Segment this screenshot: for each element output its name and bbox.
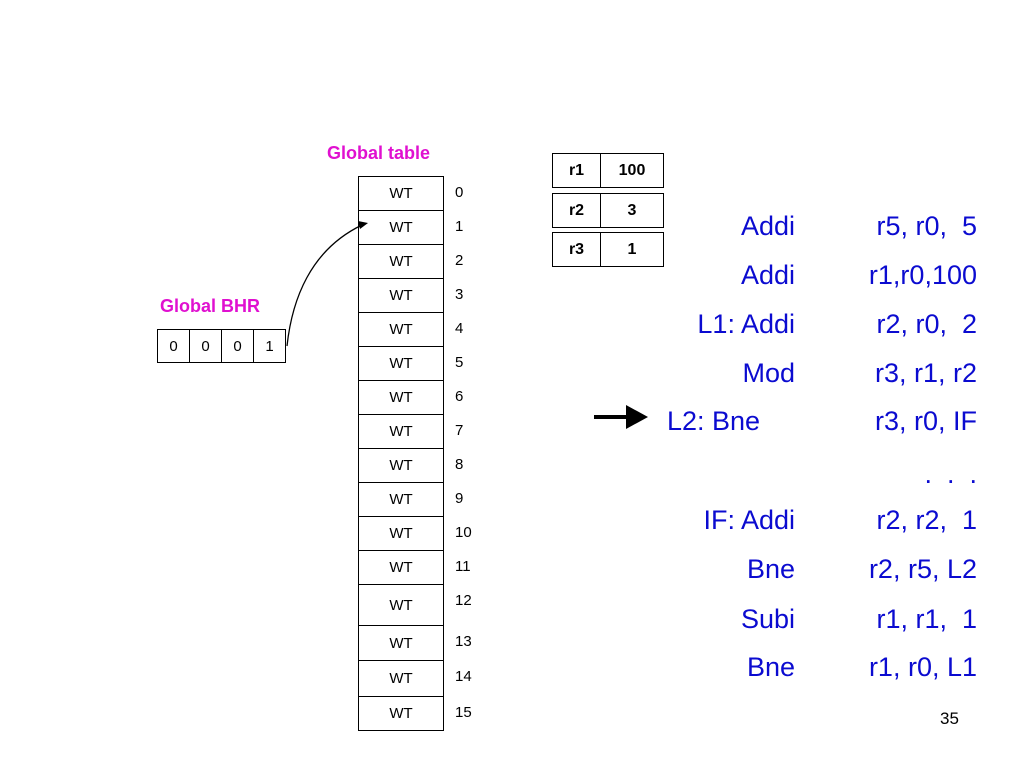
- code-operands: r2, r2, 1: [876, 505, 977, 535]
- global-table-index: 12: [455, 592, 472, 609]
- current-instruction-arrow: [594, 405, 648, 429]
- global-table-entry: WT: [358, 210, 444, 245]
- global-table-index: 8: [455, 456, 464, 473]
- global-table-index: 4: [455, 320, 464, 337]
- bhr-bit: 1: [253, 329, 286, 363]
- code-label: Bne: [746, 652, 795, 682]
- global-table-index: 6: [455, 388, 464, 405]
- code-operands: r3, r0, IF: [874, 406, 977, 436]
- bhr-bit: 0: [157, 329, 190, 363]
- bhr-bit: 0: [221, 329, 254, 363]
- global-table-entry: WT: [358, 312, 444, 347]
- code-label: Subi: [740, 604, 795, 634]
- global-table-index: 3: [455, 286, 464, 303]
- code-label: IF: Addi: [703, 505, 795, 535]
- global-table-entry: WT: [358, 550, 444, 585]
- global-table-index: 5: [455, 354, 464, 371]
- code-operands: r3, r1, r2: [874, 358, 977, 388]
- code-label: L1: Addi: [697, 309, 795, 339]
- register-name: r1: [552, 153, 601, 188]
- global-table-index: 14: [455, 668, 472, 685]
- global-table-index: 1: [455, 218, 464, 235]
- global-table-index: 7: [455, 422, 464, 439]
- code-operands: . . .: [924, 459, 977, 489]
- code-label: Bne: [746, 554, 795, 584]
- code-operands: r5, r0, 5: [876, 211, 977, 241]
- global-table-entry: WT: [358, 660, 444, 697]
- code-operands: r1, r1, 1: [876, 604, 977, 634]
- register-name: r3: [552, 232, 601, 267]
- global-table-index: 2: [455, 252, 464, 269]
- global-table-title: Global table: [327, 143, 431, 163]
- register-value: 100: [600, 153, 664, 188]
- global-table-entry: WT: [358, 482, 444, 517]
- global-table-index: 11: [455, 558, 471, 575]
- global-table-entry: WT: [358, 414, 444, 449]
- global-table-index: 13: [455, 633, 472, 650]
- global-table-index: 10: [455, 524, 472, 541]
- code-label: Mod: [742, 358, 795, 388]
- global-table-index: 0: [455, 184, 464, 201]
- code-label: Addi: [740, 260, 795, 290]
- page-number: 35: [940, 709, 959, 728]
- code-operands: r2, r5, L2: [868, 554, 977, 584]
- global-table-index: 15: [455, 704, 472, 721]
- global-table-entry: WT: [358, 696, 444, 731]
- register-name: r2: [552, 193, 601, 228]
- code-operands: r1, r0, L1: [868, 652, 977, 682]
- code-label: L2: Bne: [667, 406, 761, 436]
- code-label: Addi: [740, 211, 795, 241]
- bhr-bit: 0: [189, 329, 222, 363]
- global-bhr-title: Global BHR: [160, 296, 261, 316]
- global-table-index: 9: [455, 490, 464, 507]
- code-operands: r2, r0, 2: [876, 309, 977, 339]
- global-table-entry: WT: [358, 380, 444, 415]
- register-value: 3: [600, 193, 664, 228]
- code-operands: r1,r0,100: [868, 260, 977, 290]
- global-table-entry: WT: [358, 346, 444, 381]
- register-value: 1: [600, 232, 664, 267]
